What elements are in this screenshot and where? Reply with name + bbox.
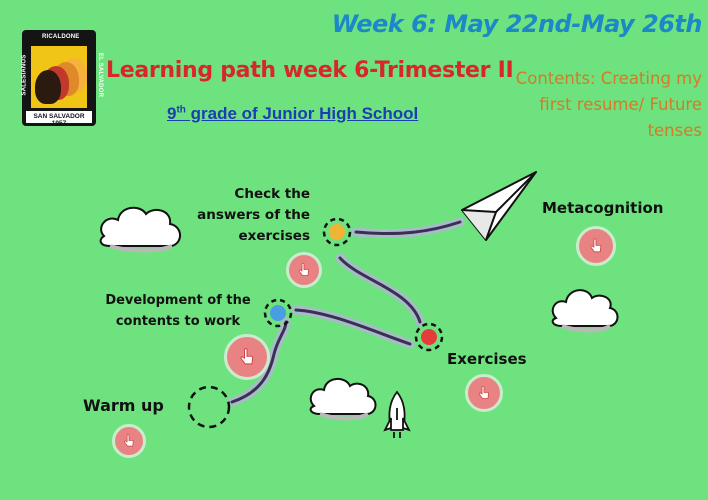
subtitle-grade-suffix: th bbox=[176, 104, 186, 116]
label-check-line-1: Check the bbox=[234, 186, 310, 202]
subtitle-link[interactable]: 9th grade of Junior High School bbox=[167, 104, 418, 124]
paper-plane-icon bbox=[461, 171, 537, 241]
page-title: Learning path week 6-Trimester II bbox=[106, 58, 514, 83]
node-development bbox=[263, 298, 293, 328]
rocket-icon bbox=[383, 390, 411, 438]
label-development-line-2: contents to work bbox=[115, 314, 241, 329]
metacognition-button[interactable] bbox=[576, 226, 616, 266]
logo-top-text: RICALDONE bbox=[42, 34, 80, 40]
exercises-button[interactable] bbox=[465, 374, 503, 412]
label-development-line-1: Development of the bbox=[105, 293, 251, 308]
cloud-icon bbox=[309, 378, 377, 421]
contents-description: Contents: Creating my first resume/ Futu… bbox=[502, 66, 702, 144]
check-answers-button[interactable] bbox=[286, 252, 322, 288]
subtitle-text: grade of Junior High School bbox=[185, 104, 419, 123]
tap-hand-icon bbox=[590, 238, 602, 253]
logo-bottom-text: SAN SALVADOR 1957 bbox=[33, 113, 85, 127]
label-development: Development of the contents to work bbox=[102, 290, 254, 332]
tap-hand-icon bbox=[124, 434, 134, 447]
label-check-answers: Check the answers of the exercises bbox=[186, 184, 310, 247]
label-warm-up: Warm up bbox=[83, 396, 164, 415]
tap-hand-icon bbox=[298, 262, 309, 276]
label-exercises: Exercises bbox=[447, 350, 527, 368]
tap-hand-icon bbox=[240, 348, 254, 365]
week-title: Week 6: May 22nd-May 26th bbox=[331, 10, 703, 38]
contents-line-1: Contents: Creating my bbox=[515, 69, 702, 88]
development-button[interactable] bbox=[224, 334, 270, 380]
label-check-line-2: answers of the bbox=[197, 207, 310, 223]
label-check-line-3: exercises bbox=[238, 228, 310, 244]
label-metacognition: Metacognition bbox=[542, 199, 664, 217]
contents-line-2: first resume/ Future tenses bbox=[539, 95, 702, 140]
tap-hand-icon bbox=[478, 385, 489, 399]
cloud-icon bbox=[99, 206, 181, 253]
node-exercises bbox=[414, 322, 444, 352]
node-warm-up bbox=[187, 385, 231, 429]
cloud-icon bbox=[551, 289, 619, 333]
node-check-answers bbox=[322, 217, 352, 247]
subtitle-grade-number: 9 bbox=[167, 104, 177, 123]
warm-up-button[interactable] bbox=[112, 424, 146, 458]
school-logo: RICALDONE SALESIANOS EL SALVADOR SAN SAL… bbox=[22, 30, 103, 127]
logo-emblem bbox=[31, 46, 87, 108]
